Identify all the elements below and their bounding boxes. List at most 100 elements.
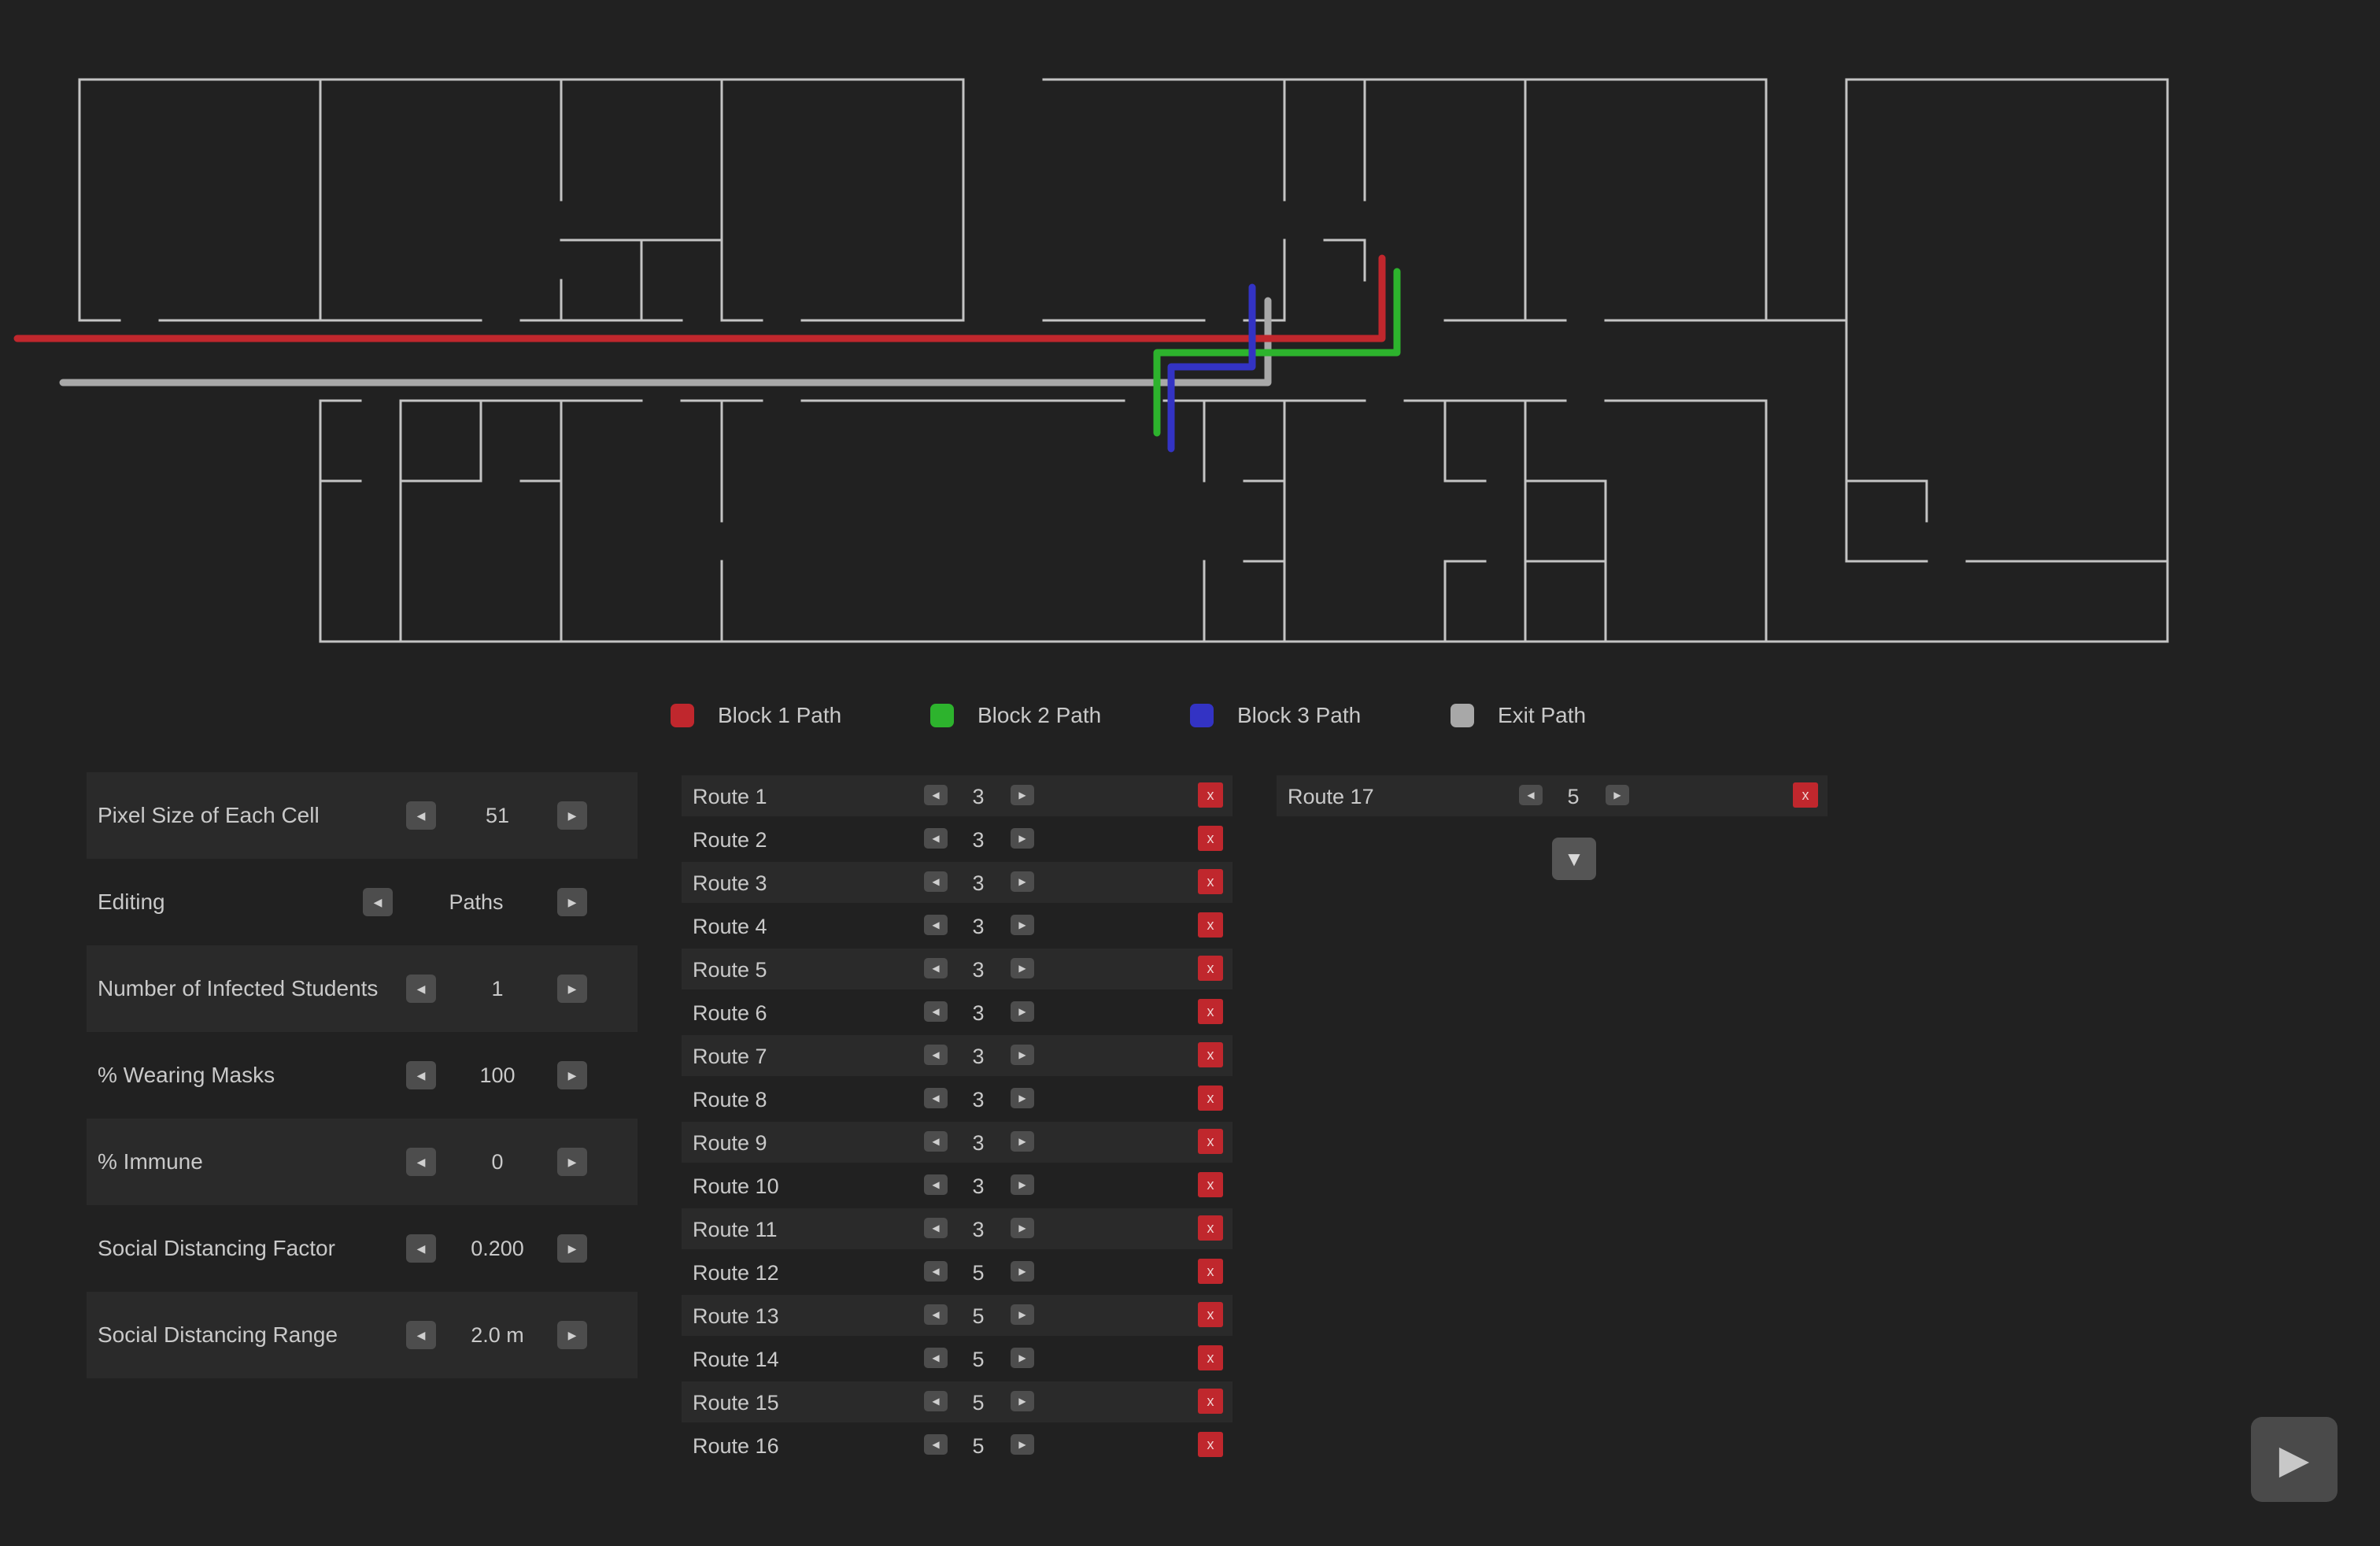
- route-decrement-button[interactable]: ◀: [924, 1088, 948, 1108]
- block-2-path-line: [1153, 268, 1401, 437]
- route-increment-button[interactable]: ▶: [1011, 1304, 1034, 1325]
- route-value: 5: [972, 1434, 985, 1458]
- route-decrement-button[interactable]: ◀: [924, 871, 948, 892]
- legend-label: Block 1 Path: [718, 703, 842, 727]
- route-increment-button[interactable]: ▶: [1011, 1131, 1034, 1152]
- route-increment-button[interactable]: ▶: [1011, 1088, 1034, 1108]
- play-button[interactable]: ▶: [2251, 1417, 2338, 1502]
- legend-label: Exit Path: [1498, 703, 1587, 727]
- delete-route-button[interactable]: x: [1198, 1172, 1223, 1197]
- route-increment-button[interactable]: ▶: [1011, 828, 1034, 849]
- increment-button[interactable]: ▶: [557, 1321, 587, 1349]
- delete-route-button[interactable]: x: [1198, 1086, 1223, 1111]
- simulation-settings-panel: Pixel Size of Each Cell ◀ 51 ▶ Editing ◀…: [87, 772, 638, 1378]
- route-decrement-button[interactable]: ◀: [924, 958, 948, 978]
- delete-route-button[interactable]: x: [1198, 956, 1223, 981]
- route-increment-button[interactable]: ▶: [1011, 1001, 1034, 1022]
- route-increment-button[interactable]: ▶: [1606, 785, 1629, 805]
- route-label: Route 3: [693, 871, 767, 895]
- route-label: Route 4: [693, 915, 767, 938]
- route-decrement-button[interactable]: ◀: [924, 1001, 948, 1022]
- delete-route-button[interactable]: x: [1198, 1432, 1223, 1457]
- legend-item-block-1: Block 1 Path: [671, 697, 841, 734]
- setting-label: Social Distancing Factor: [98, 1236, 335, 1260]
- route-decrement-button[interactable]: ◀: [924, 1304, 948, 1325]
- route-label: Route 12: [693, 1261, 779, 1285]
- add-route-button[interactable]: ▼: [1552, 838, 1596, 880]
- route-value: 5: [972, 1304, 985, 1328]
- route-decrement-button[interactable]: ◀: [924, 1174, 948, 1195]
- setting-pixel-size: Pixel Size of Each Cell ◀ 51 ▶: [87, 772, 638, 859]
- route-label: Route 17: [1288, 785, 1374, 808]
- decrement-button[interactable]: ◀: [406, 1321, 436, 1349]
- delete-route-button[interactable]: x: [1198, 1129, 1223, 1154]
- setting-immune: % Immune ◀ 0 ▶: [87, 1119, 638, 1205]
- route-paths: [13, 254, 1401, 453]
- increment-button[interactable]: ▶: [557, 975, 587, 1003]
- legend-item-exit: Exit Path: [1451, 697, 1586, 734]
- exit-swatch: [1451, 704, 1474, 727]
- delete-route-button[interactable]: x: [1198, 826, 1223, 851]
- delete-route-button[interactable]: x: [1198, 1042, 1223, 1067]
- route-increment-button[interactable]: ▶: [1011, 1434, 1034, 1455]
- setting-infected-students: Number of Infected Students ◀ 1 ▶: [87, 945, 638, 1032]
- increment-button[interactable]: ▶: [557, 801, 587, 830]
- decrement-button[interactable]: ◀: [406, 801, 436, 830]
- route-label: Route 10: [693, 1174, 779, 1198]
- route-decrement-button[interactable]: ◀: [924, 1348, 948, 1368]
- block-1-path-line: [13, 254, 1386, 342]
- decrement-button[interactable]: ◀: [406, 975, 436, 1003]
- delete-route-button[interactable]: x: [1198, 1302, 1223, 1327]
- route-increment-button[interactable]: ▶: [1011, 871, 1034, 892]
- route-row: Route 9◀3▶x: [682, 1122, 1232, 1163]
- route-increment-button[interactable]: ▶: [1011, 958, 1034, 978]
- decrement-button[interactable]: ◀: [406, 1234, 436, 1263]
- delete-route-button[interactable]: x: [1198, 869, 1223, 894]
- route-decrement-button[interactable]: ◀: [924, 1261, 948, 1282]
- route-increment-button[interactable]: ▶: [1011, 1391, 1034, 1411]
- delete-route-button[interactable]: x: [1198, 999, 1223, 1024]
- route-increment-button[interactable]: ▶: [1011, 915, 1034, 935]
- increment-button[interactable]: ▶: [557, 1061, 587, 1089]
- setting-value: 100: [479, 1063, 516, 1087]
- route-value: 3: [972, 915, 985, 938]
- decrement-button[interactable]: ◀: [406, 1148, 436, 1176]
- increment-button[interactable]: ▶: [557, 888, 587, 916]
- route-increment-button[interactable]: ▶: [1011, 1045, 1034, 1065]
- route-decrement-button[interactable]: ◀: [924, 915, 948, 935]
- delete-route-button[interactable]: x: [1198, 782, 1223, 808]
- delete-route-button[interactable]: x: [1198, 1345, 1223, 1370]
- route-row: Route 4 ◀ 3 ▶ x: [682, 905, 1232, 946]
- route-decrement-button[interactable]: ◀: [924, 1045, 948, 1065]
- delete-route-button[interactable]: x: [1793, 782, 1818, 808]
- route-row: Route 13◀5▶x: [682, 1295, 1232, 1336]
- route-decrement-button[interactable]: ◀: [924, 1391, 948, 1411]
- increment-button[interactable]: ▶: [557, 1234, 587, 1263]
- route-increment-button[interactable]: ▶: [1011, 1174, 1034, 1195]
- decrement-button[interactable]: ◀: [363, 888, 393, 916]
- increment-button[interactable]: ▶: [557, 1148, 587, 1176]
- decrement-button[interactable]: ◀: [406, 1061, 436, 1089]
- delete-route-button[interactable]: x: [1198, 1259, 1223, 1284]
- delete-route-button[interactable]: x: [1198, 1389, 1223, 1414]
- delete-route-button[interactable]: x: [1198, 912, 1223, 938]
- setting-value: 1: [491, 976, 504, 1000]
- route-decrement-button[interactable]: ◀: [924, 1434, 948, 1455]
- route-increment-button[interactable]: ▶: [1011, 785, 1034, 805]
- route-decrement-button[interactable]: ◀: [924, 828, 948, 849]
- route-row: Route 12◀5▶x: [682, 1252, 1232, 1293]
- delete-route-button[interactable]: x: [1198, 1215, 1223, 1241]
- setting-social-distancing-factor: Social Distancing Factor ◀ 0.200 ▶: [87, 1205, 638, 1292]
- route-value: 3: [972, 1218, 985, 1241]
- route-decrement-button[interactable]: ◀: [1519, 785, 1543, 805]
- exit-path-line: [59, 297, 1272, 386]
- route-row: Route 8◀3▶x: [682, 1078, 1232, 1119]
- floor-plan-map[interactable]: [0, 0, 2380, 677]
- route-decrement-button[interactable]: ◀: [924, 785, 948, 805]
- route-label: Route 6: [693, 1001, 767, 1025]
- route-increment-button[interactable]: ▶: [1011, 1218, 1034, 1238]
- route-decrement-button[interactable]: ◀: [924, 1131, 948, 1152]
- route-increment-button[interactable]: ▶: [1011, 1261, 1034, 1282]
- route-increment-button[interactable]: ▶: [1011, 1348, 1034, 1368]
- route-decrement-button[interactable]: ◀: [924, 1218, 948, 1238]
